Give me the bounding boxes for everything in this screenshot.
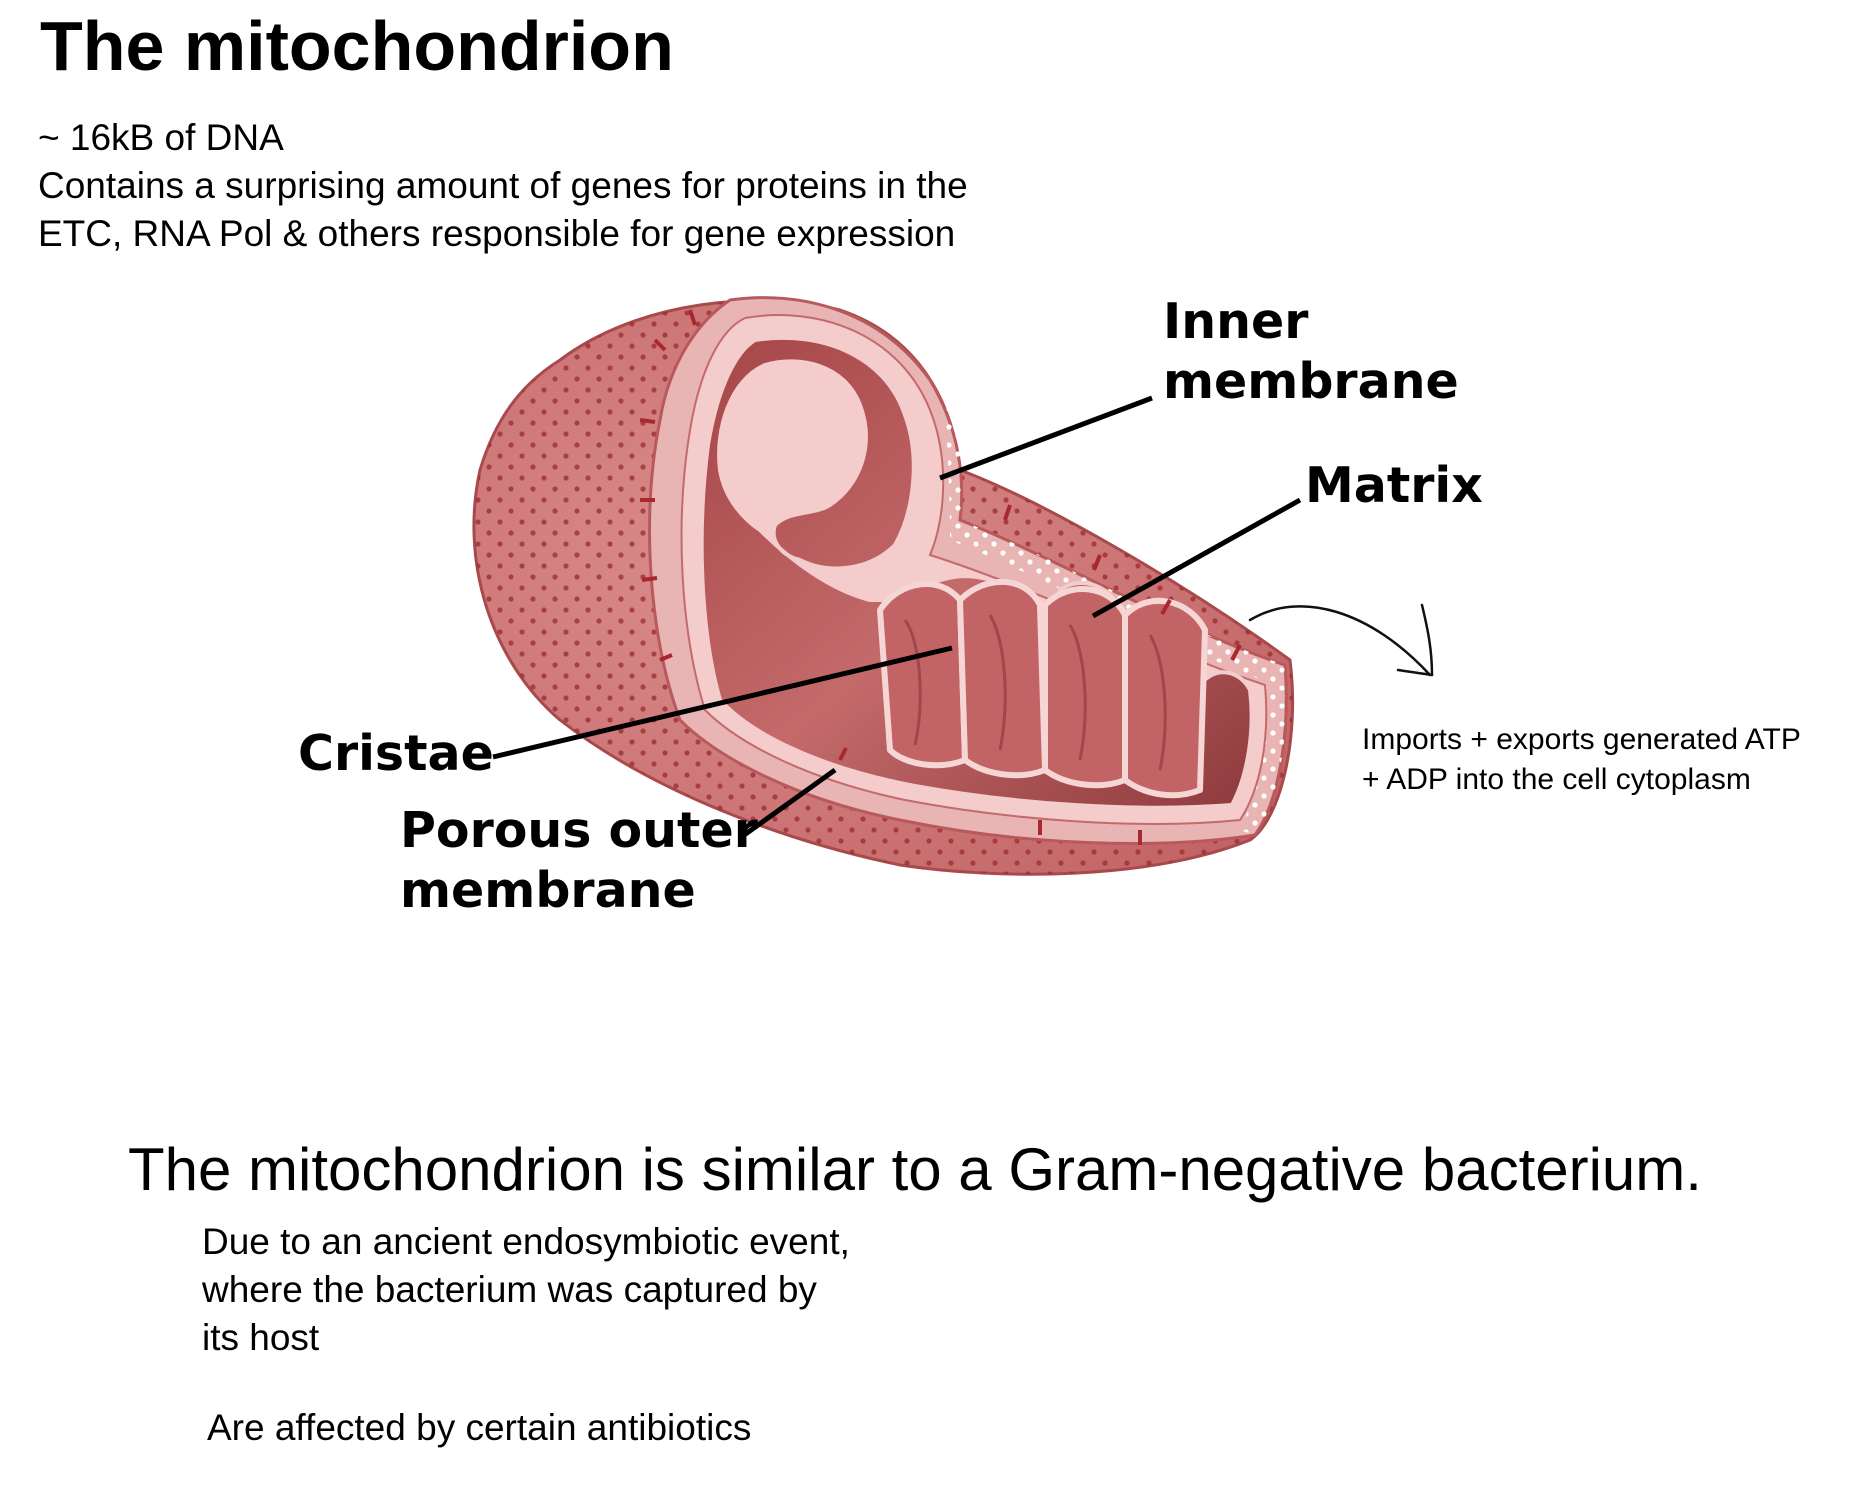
matrix-label: Matrix — [1305, 457, 1483, 514]
genes-text-line1: Contains a surprising amount of genes fo… — [38, 165, 968, 206]
inner-membrane-label-line2: membrane — [1163, 353, 1459, 410]
genes-text-line2: ETC, RNA Pol & others responsible for ge… — [38, 213, 956, 254]
endosymbiosis-text-line3: its host — [202, 1317, 320, 1358]
annotation-line2: + ADP into the cell cytoplasm — [1362, 763, 1751, 796]
annotation-line1: Imports + exports generated ATP — [1362, 723, 1801, 756]
outer-membrane-label-line1: Porous outer — [400, 802, 758, 859]
atp-export-annotation: Imports + exports generated ATP + ADP in… — [1362, 720, 1801, 800]
matrix-leader — [1091, 497, 1302, 619]
cristae-label: Cristae — [298, 725, 494, 782]
cristae-folds — [877, 578, 1208, 799]
endosymbiosis-text-line2: where the bacterium was captured by — [202, 1269, 817, 1310]
inner-membrane-label-line1: Inner — [1163, 293, 1309, 350]
dna-size-text: ~ 16kB of DNA — [38, 117, 284, 158]
antibiotics-text: Are affected by certain antibiotics — [207, 1407, 752, 1448]
outer-membrane-leader — [738, 767, 837, 841]
outer-membrane-porins — [639, 309, 1242, 845]
page-title: The mitochondrion — [40, 7, 674, 85]
inner-membrane-leader — [939, 395, 1153, 481]
export-arrow — [1248, 603, 1434, 677]
outer-membrane-label-line2: membrane — [400, 862, 696, 919]
cristae-leader — [492, 645, 953, 760]
gram-negative-headline: The mitochondrion is similar to a Gram-n… — [128, 1136, 1702, 1203]
endosymbiosis-text-line1: Due to an ancient endosymbiotic event, — [202, 1221, 850, 1262]
